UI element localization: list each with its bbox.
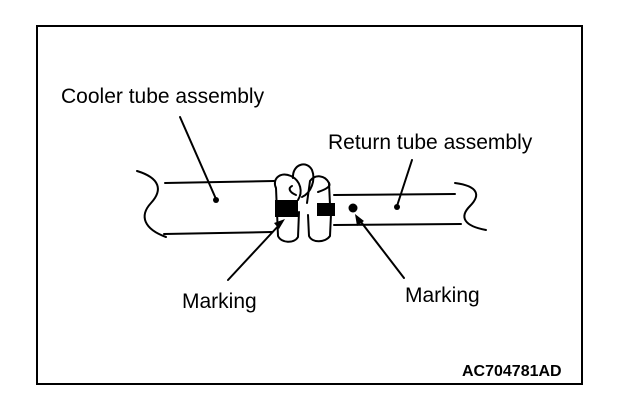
- figure-frame: [36, 25, 583, 385]
- leader-return: [396, 159, 413, 207]
- arrowhead-marking-right: [355, 214, 364, 226]
- clamp-ear-right: [317, 182, 331, 193]
- label-marking-left: Marking: [182, 290, 257, 313]
- clamp-tab: [291, 163, 315, 198]
- label-marking-right: Marking: [405, 284, 480, 307]
- cooler-tube-bottom-edge: [163, 231, 273, 235]
- marking-dot: [348, 203, 358, 213]
- label-return-tube: Return tube assembly: [328, 131, 533, 154]
- cooler-tube-break-line: [136, 170, 167, 238]
- leader-cooler: [179, 116, 217, 200]
- marking-band-right: [317, 203, 335, 216]
- leader-marking-right: [357, 217, 405, 279]
- left-clamp: [273, 173, 302, 243]
- arrowhead-marking-left: [274, 219, 285, 229]
- return-tube-bottom-edge: [333, 223, 462, 226]
- leader-dot-cooler: [213, 197, 219, 203]
- leader-dot-return: [394, 204, 400, 210]
- figure-code: AC704781AD: [462, 363, 562, 380]
- return-tube-break-line: [454, 182, 487, 231]
- label-cooler-tube: Cooler tube assembly: [61, 85, 265, 108]
- cooler-tube-top-edge: [164, 180, 275, 184]
- return-tube-top-edge: [333, 193, 456, 196]
- marking-band-left: [275, 200, 298, 217]
- leader-marking-left: [227, 222, 282, 281]
- clamp-ear-left: [288, 185, 297, 196]
